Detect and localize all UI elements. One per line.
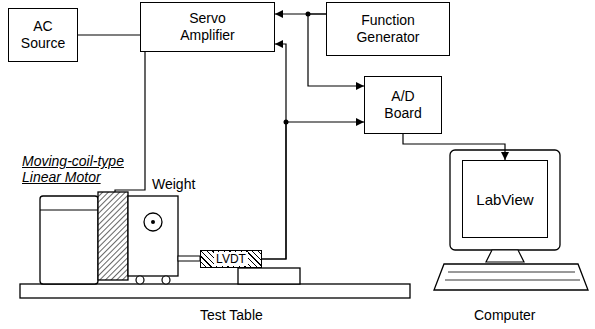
signal-wire [403,134,505,160]
motor-label: Moving-coil-type Linear Motor [22,153,140,185]
test-table [20,284,410,298]
keyboard [434,264,588,290]
power-source-box: AC Source [8,8,78,62]
generator-box: Function Generator [326,2,450,56]
wheel [162,276,170,284]
junction-dot [306,12,311,17]
box-label: LabView [476,191,533,208]
weight-label: Weight [152,176,195,192]
motor-coil [98,192,128,280]
box-label: AC Source [21,18,65,52]
sensor-stand [238,268,300,284]
box-label: LVDT [214,252,248,266]
signal-wire [78,34,140,35]
box-label: Function Generator [356,12,419,46]
adc-board-box: A/D Board [364,76,442,134]
signal-wire [262,44,286,259]
monitor [450,150,560,250]
lvdt-sensor: LVDT [200,250,262,268]
amplifier-box: Servo Amplifier [140,2,275,52]
motor-body [40,196,98,284]
signal-wire [262,122,364,259]
junction-dot [284,120,289,125]
probe-rod [178,256,200,261]
computer-screen: LabView [462,160,548,238]
drive-wire [115,52,145,192]
box-label: A/D Board [384,88,421,122]
monitor-stand [486,250,524,262]
wheel [136,276,144,284]
weight-block [128,196,178,276]
computer-label: Computer [474,307,535,323]
table-label: Test Table [200,307,263,323]
box-label: Servo Amplifier [180,10,234,44]
